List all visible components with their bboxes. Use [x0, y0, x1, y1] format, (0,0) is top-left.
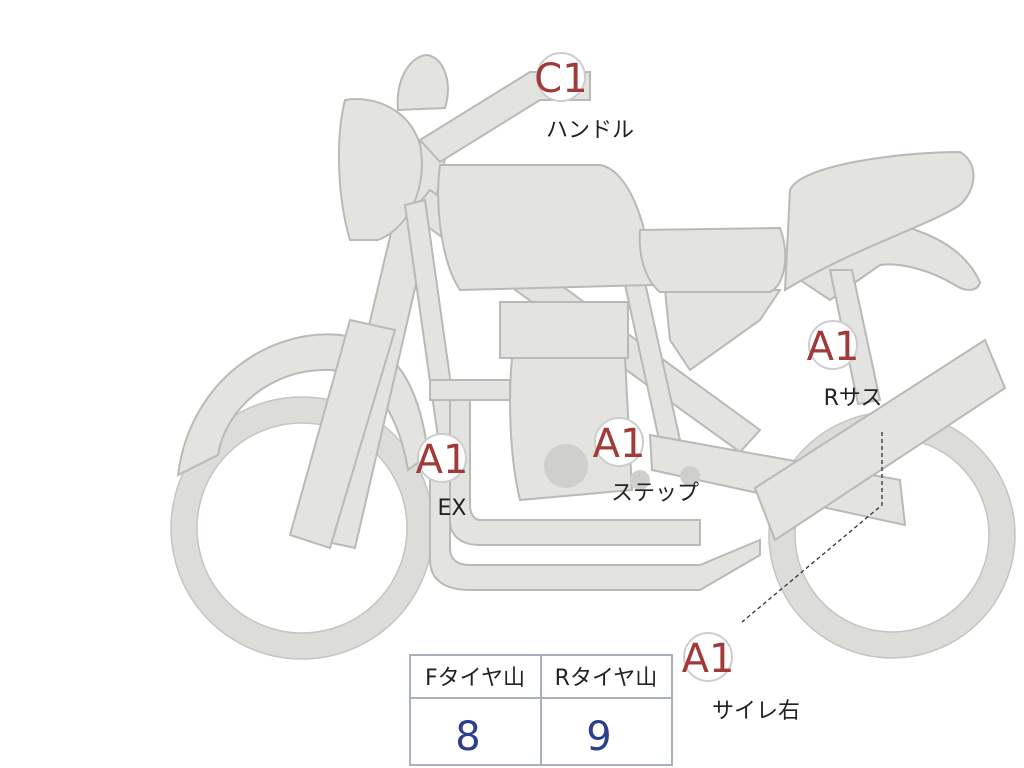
marker-label: Rサス	[824, 386, 883, 411]
tire-table: Fタイヤ山 Rタイヤ山 8 9	[409, 654, 673, 766]
engine-cover	[544, 444, 588, 488]
leader-line	[741, 432, 883, 623]
exhaust-pipe-lower	[429, 469, 761, 591]
footpeg-2	[680, 466, 700, 486]
marker-handle: C1 ハンドル	[534, 52, 634, 143]
muffler	[753, 338, 1007, 542]
marker-ex: A1 EX	[416, 433, 469, 521]
fuel-tank	[437, 164, 654, 292]
marker-label: ハンドル	[546, 118, 634, 143]
rear-tire-value: 9	[586, 714, 611, 760]
marker-muffler-right: A1 サイレ右	[682, 632, 800, 724]
marker-label: EX	[438, 496, 467, 521]
marker-rsus: A1 Rサス	[807, 320, 883, 411]
front-tire-value: 8	[455, 714, 480, 760]
side-cover	[663, 289, 782, 372]
seat	[638, 226, 787, 293]
fork-lower	[288, 318, 397, 550]
marker-code: A1	[807, 324, 860, 370]
footpeg-1	[630, 470, 650, 490]
mirror	[396, 53, 449, 112]
marker-label: ステップ	[611, 481, 699, 506]
rear-tire-header: Rタイヤ山	[555, 666, 658, 691]
marker-label: サイレ右	[712, 699, 800, 724]
marker-code: A1	[593, 421, 646, 467]
marker-code: A1	[416, 437, 469, 483]
seat-rear	[783, 150, 975, 292]
marker-step: A1 ステップ	[593, 417, 699, 506]
engine-block	[509, 357, 634, 502]
front-tire-header: Fタイヤ山	[425, 666, 525, 691]
marker-code: C1	[534, 56, 587, 102]
marker-code: A1	[682, 636, 735, 682]
engine-head	[499, 301, 629, 359]
